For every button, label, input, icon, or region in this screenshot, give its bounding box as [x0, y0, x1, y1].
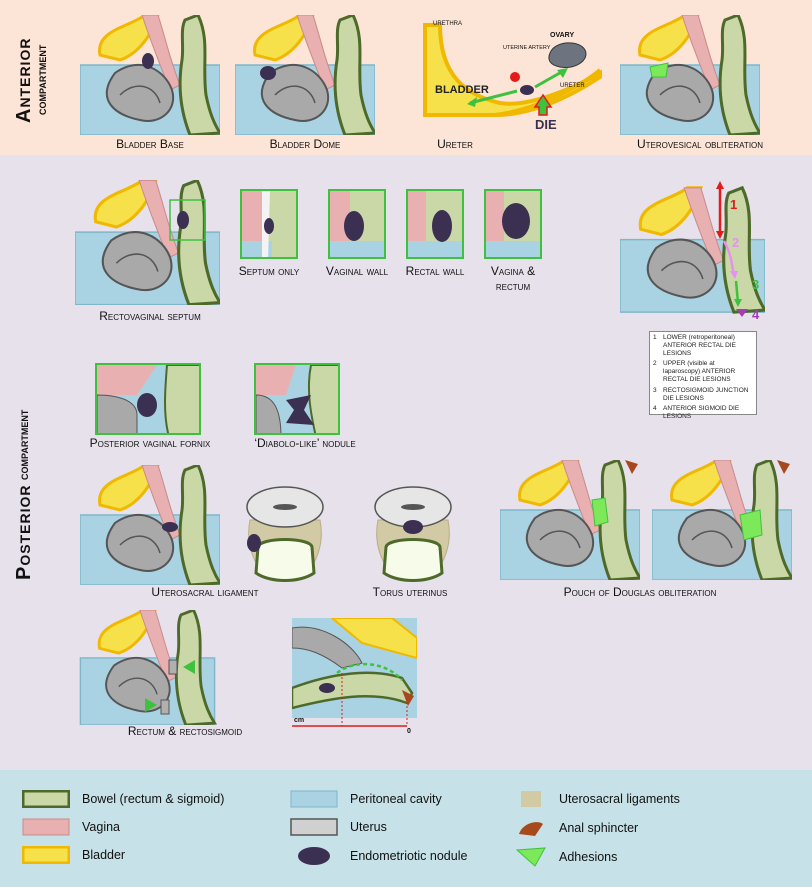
- septum-only-caption: Septum only: [238, 264, 300, 278]
- level-4: 4: [752, 307, 760, 322]
- bladder-base-caption: Bladder Base: [116, 137, 184, 151]
- level-1: 1: [730, 197, 737, 212]
- uterosacral-diagram: [80, 465, 220, 585]
- ureter-label: URETER: [560, 83, 585, 89]
- anterior-title-sub: compartment: [34, 44, 49, 116]
- ruler-diagram: cm 0: [292, 618, 417, 733]
- bladder-label: BLADDER: [435, 84, 489, 96]
- legend-label-anal: Anal sphincter: [559, 821, 639, 835]
- nodule: [260, 66, 276, 80]
- legend-item-anal: Anal sphincter: [515, 818, 638, 838]
- zoom-septum-only: [240, 189, 298, 259]
- ureter-diagram: URETHRA BLADDER UTERINE ARTERY OVARY URE…: [423, 21, 602, 132]
- nodule: [142, 53, 154, 69]
- uterosacral-ligament-caption: Uterosacral ligament: [151, 585, 259, 599]
- zoom-vagina-rectum: [484, 189, 542, 259]
- uterosacral-donut: [240, 485, 330, 585]
- legend-label-uterosacral: Uterosacral ligaments: [559, 792, 680, 806]
- legend-item-uterus: Uterus: [290, 818, 387, 836]
- legend-item-bladder: Bladder: [22, 846, 125, 864]
- uterovesical-caption: Uterovesical obliteration: [636, 137, 764, 151]
- uterovesical-diagram: [620, 15, 760, 135]
- anterior-title-main: Anterior: [13, 37, 35, 123]
- ruler-zero: 0: [407, 728, 411, 733]
- urethra-label: URETHRA: [433, 21, 462, 27]
- rectal-wall-caption: Rectal wall: [405, 264, 465, 278]
- posterior-title-main: Posterior: [13, 484, 35, 581]
- uterine-artery-dot: [510, 72, 520, 82]
- zoom-rectal-wall: [406, 189, 464, 259]
- legend-label-vagina: Vagina: [82, 820, 120, 834]
- bladder-dome-diagram: [235, 15, 375, 135]
- rectum-rectosigmoid-diagram: [78, 610, 217, 725]
- legend-panel: Bowel (rectum & sigmoid) Vagina Bladder …: [0, 770, 812, 887]
- legend-item-nodule: Endometriotic nodule: [290, 846, 467, 866]
- vagina-rectum-caption: Vagina & rectum: [490, 264, 536, 293]
- ureter-shape: [494, 68, 602, 117]
- torus-donut: [368, 485, 458, 585]
- posterior-compartment-panel: Posterior compartment Rectovaginal septu…: [0, 155, 812, 770]
- pouch-of-douglas-caption: Pouch of Douglas obliteration: [563, 585, 717, 599]
- uterine-artery-label: UTERINE ARTERY: [503, 45, 551, 51]
- pouch-douglas-diagram-1: [500, 460, 640, 580]
- rectum-rectosigmoid-caption: Rectum & rectosigmoid: [127, 724, 243, 738]
- nodule: [177, 211, 189, 229]
- bladder-base-diagram: [80, 15, 220, 135]
- torus-uterinus-caption: Torus uterinus: [372, 585, 448, 599]
- key-level-4: ANTERIOR SIGMOID DIE LESIONS: [663, 405, 740, 421]
- legend-item-peritoneal: Peritoneal cavity: [290, 790, 442, 808]
- legend-label-bladder: Bladder: [82, 848, 126, 862]
- legend-label-bowel: Bowel (rectum & sigmoid): [82, 792, 225, 806]
- anterior-compartment-title: Anterior compartment: [13, 10, 50, 150]
- legend-label-uterus: Uterus: [350, 820, 387, 834]
- rectovaginal-septum-diagram: [75, 180, 220, 305]
- die-arrow: [533, 93, 553, 116]
- legend-label-peritoneal: Peritoneal cavity: [350, 792, 442, 806]
- green-arrow-left: [469, 89, 518, 105]
- level-3: 3: [752, 277, 759, 292]
- legend-item-vagina: Vagina: [22, 818, 120, 836]
- key-level-3: RECTOSIGMOID JUNCTION DIE LESIONS: [663, 386, 749, 402]
- posterior-title-sub: compartment: [16, 409, 31, 481]
- ruler-unit: cm: [294, 717, 304, 724]
- bladder-shape: [423, 23, 602, 117]
- die-nodule: [520, 85, 534, 95]
- rectovaginal-septum-caption: Rectovaginal septum: [99, 309, 201, 323]
- posterior-compartment-title: Posterior compartment: [13, 395, 35, 595]
- zoom-diabolo-nodule: [254, 363, 340, 435]
- key-level-1: LOWER (retroperitoneal) ANTERIOR RECTAL …: [663, 334, 736, 357]
- legend-label-adhesions: Adhesions: [559, 850, 618, 864]
- anterior-compartment-panel: Anterior compartment Bladder Base Bladde…: [0, 0, 812, 155]
- legend-item-bowel: Bowel (rectum & sigmoid): [22, 790, 224, 808]
- rectal-levels-diagram: 1 2 3 4: [620, 181, 765, 322]
- bladder-dome-caption: Bladder Dome: [269, 137, 341, 151]
- diabolo-nodule-caption: ‘Diabolo-like’ nodule: [254, 436, 356, 450]
- legend-item-adhesions: Adhesions: [515, 846, 617, 868]
- legend-label-nodule: Endometriotic nodule: [350, 849, 468, 863]
- key-level-2: UPPER (visible at laparoscopy) ANTERIOR …: [663, 360, 736, 383]
- pouch-douglas-diagram-2: [652, 460, 792, 580]
- die-label: DIE: [535, 117, 557, 132]
- ovary-label: OVARY: [550, 32, 574, 39]
- ovary-shape: [548, 42, 587, 69]
- vaginal-wall-caption: Vaginal wall: [325, 264, 389, 278]
- adhesion: [649, 62, 669, 78]
- zoom-posterior-vaginal-fornix: [95, 363, 201, 435]
- level-2: 2: [732, 235, 739, 250]
- zoom-vaginal-wall: [328, 189, 386, 259]
- legend-item-uterosacral: Uterosacral ligaments: [515, 790, 680, 808]
- posterior-vaginal-fornix-caption: Posterior vaginal fornix: [89, 436, 211, 450]
- ureter-caption: Ureter: [437, 137, 473, 151]
